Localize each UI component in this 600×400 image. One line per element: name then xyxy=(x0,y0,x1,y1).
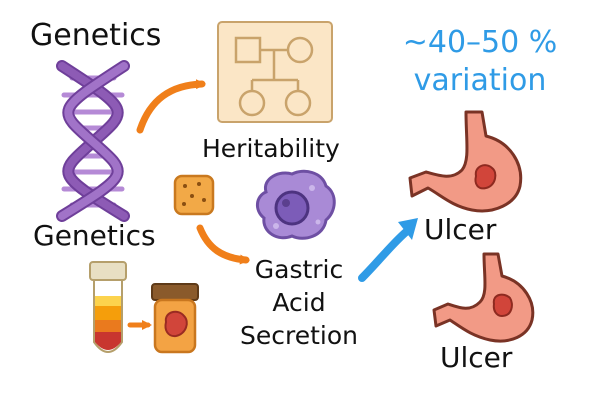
acid-label-line1: Gastric xyxy=(254,255,344,284)
parietal-cell-icon xyxy=(256,169,336,240)
arrow-dna-to-heritability xyxy=(136,79,206,134)
heritability-label: Heritability xyxy=(202,134,340,163)
ulcer-label-top: Ulcer xyxy=(424,213,497,246)
stomach-ulcer-icon-top xyxy=(408,110,523,213)
specimen-jar-icon xyxy=(151,283,199,354)
cracker-icon xyxy=(173,174,215,216)
acid-label-line2: Acid xyxy=(272,288,326,317)
pedigree-chart-icon xyxy=(217,21,333,123)
gastric-acid-secretion-label: Gastric Acid Secretion xyxy=(240,253,358,352)
variation-callout: ~40–50 % variation xyxy=(384,24,576,100)
arrow-acid-to-ulcer xyxy=(358,218,418,282)
ulcer-label-bottom: Ulcer xyxy=(440,341,513,374)
arrow-cracker-to-acid xyxy=(196,224,250,265)
variation-line1: ~40–50 % xyxy=(402,25,558,60)
variation-line2: variation xyxy=(413,63,547,98)
stomach-ulcer-icon-bottom xyxy=(432,252,535,343)
dna-label: Genetics xyxy=(33,219,156,252)
acid-label-line3: Secretion xyxy=(240,321,358,350)
title-genetics: Genetics xyxy=(30,18,162,53)
dna-icon xyxy=(56,60,130,222)
blood-tube-icon xyxy=(89,261,127,353)
